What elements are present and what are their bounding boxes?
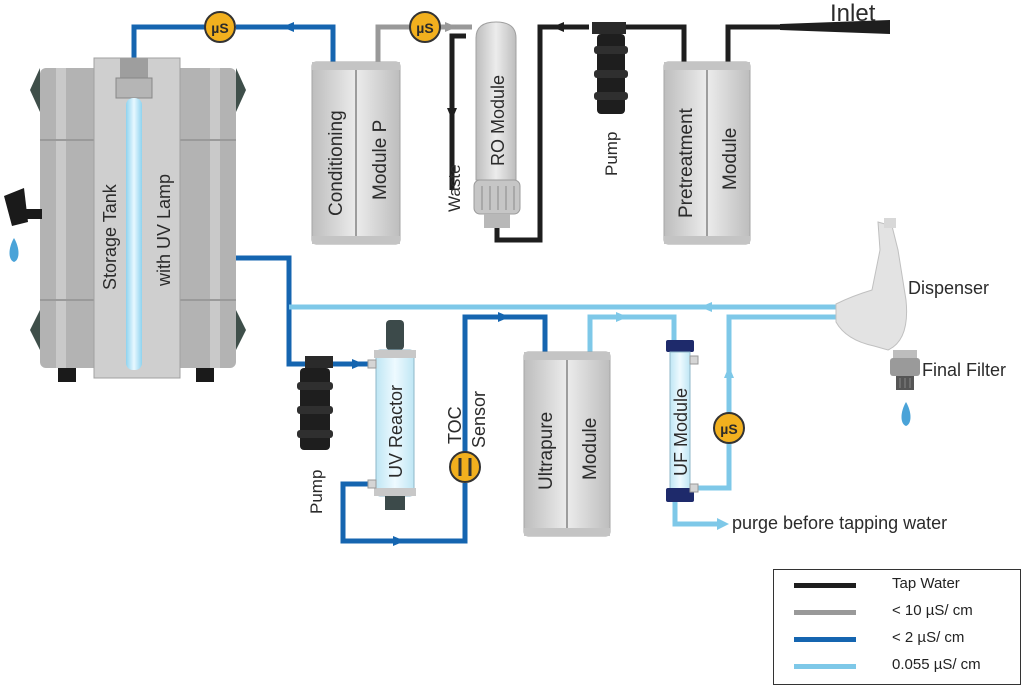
ultrapure-label: Ultrapure [536, 412, 557, 490]
arrow-uf-out [724, 366, 734, 378]
tank-bracket [236, 68, 246, 112]
meter-label: µS [416, 20, 433, 36]
legend-item-tap-water: Tap Water [774, 574, 1020, 596]
tank-foot [58, 368, 76, 382]
arrow-inlet [830, 22, 842, 32]
legend-label: 0.055 µS/ cm [892, 656, 981, 673]
ultrapure-label-line2: Module [580, 418, 601, 480]
flow-arrows [282, 22, 842, 546]
final-filter: Final Filter [890, 350, 1006, 426]
toc-label: TOC [445, 406, 465, 444]
uv-reactor: UV Reactor [367, 320, 416, 510]
ro-base [473, 179, 521, 215]
pump-bottom-label: Pump [307, 470, 326, 514]
conductivity-meter: µS [204, 11, 236, 43]
meter-icon [409, 11, 441, 43]
final-filter-label: Final Filter [922, 360, 1006, 380]
legend-label: Tap Water [892, 575, 960, 592]
lamp-cap [120, 58, 148, 78]
legend-item-mid: < 2 µS/ cm [774, 628, 1020, 650]
ro-module: RO Module Waste [445, 21, 521, 228]
uf-module-label: UF Module [671, 388, 691, 476]
legend-label: < 2 µS/ cm [892, 629, 965, 646]
uv-reactor-label: UV Reactor [386, 385, 406, 478]
arrow-ro-out [445, 22, 457, 32]
toc-sensor-icon [449, 451, 481, 483]
dispenser: Dispenser [835, 218, 989, 351]
conductivity-meter: µS [409, 11, 441, 43]
ultrapure-module: Ultrapure Module [523, 351, 611, 537]
inlet-label: Inlet [830, 0, 876, 27]
dispenser-label: Dispenser [908, 278, 989, 298]
pretreatment-label: Pretreatment [676, 107, 697, 218]
ultrapure-pipes [289, 304, 836, 527]
waste-label: Waste [445, 164, 464, 212]
tank-bracket [30, 310, 40, 350]
water-drop [901, 402, 911, 426]
legend-swatch [794, 637, 856, 642]
water-drop [9, 238, 19, 262]
tank-bracket [30, 68, 40, 112]
arrow-to-uf [616, 312, 628, 322]
arrow-to-ultrapure [498, 312, 510, 322]
pretreatment-module: Pretreatment Module [663, 61, 751, 245]
legend-swatch [794, 610, 856, 615]
arrow-uv-in [352, 359, 364, 369]
tank-foot [196, 368, 214, 382]
tank-bracket [236, 310, 246, 350]
ro-module-label: RO Module [488, 75, 508, 166]
arrow-conditioning-out [282, 22, 294, 32]
tank-faucet [4, 188, 42, 262]
arrow-purge [717, 518, 729, 530]
arrow-pump-to-ro [552, 22, 564, 32]
purge-label: purge before tapping water [732, 513, 947, 533]
pump-top: Pump [592, 22, 628, 176]
legend-swatch [794, 583, 856, 588]
meter-icon [204, 11, 236, 43]
conditioning-module: Conditioning Module P [311, 61, 401, 245]
pump-top-label: Pump [602, 132, 621, 176]
toc-sensor: TOC Sensor [445, 391, 489, 483]
legend-swatch [794, 664, 856, 669]
legend-label: < 10 µS/ cm [892, 602, 973, 619]
storage-tank: Storage Tank with UV Lamp [4, 57, 246, 382]
meter-label: µS [211, 20, 228, 36]
legend-item-low: < 10 µS/ cm [774, 601, 1020, 623]
legend: Tap Water < 10 µS/ cm < 2 µS/ cm 0.055 µ… [773, 569, 1021, 685]
pump-bottom: Pump [297, 356, 333, 514]
meter-icon [713, 412, 745, 444]
arrow-waste [447, 108, 457, 120]
pretreatment-label-line2: Module [720, 128, 741, 190]
arrow-uv-out [393, 536, 405, 546]
conditioning-label-line2: Module P [370, 120, 391, 200]
meter-label: µS [720, 421, 737, 437]
toc-label-line2: Sensor [469, 391, 489, 448]
uv-lamp [126, 98, 142, 370]
storage-tank-label-line2: with UV Lamp [154, 174, 174, 287]
conditioning-label: Conditioning [326, 110, 347, 216]
legend-item-ultra: 0.055 µS/ cm [774, 655, 1020, 677]
storage-tank-label: Storage Tank [100, 183, 120, 290]
uf-module: UF Module [666, 340, 699, 502]
conductivity-meter: µS [713, 412, 745, 444]
arrow-return [700, 302, 712, 312]
